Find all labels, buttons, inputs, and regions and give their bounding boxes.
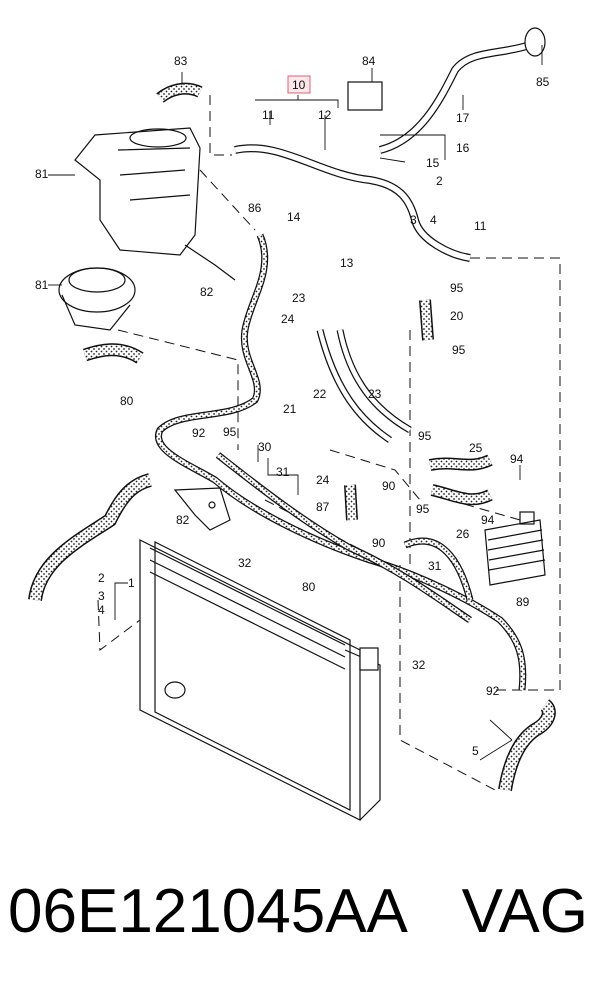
callout-label: 12 bbox=[318, 108, 332, 122]
hoses bbox=[28, 82, 556, 792]
callout-label: 95 bbox=[418, 429, 432, 443]
callout-label: 4 bbox=[430, 213, 437, 227]
callout-label: 20 bbox=[450, 309, 464, 323]
callout-label: 22 bbox=[313, 387, 327, 401]
filler-cap bbox=[58, 267, 136, 331]
oil-cooler bbox=[484, 511, 546, 586]
callout-label: 90 bbox=[382, 479, 396, 493]
callout-label: 23 bbox=[292, 291, 306, 305]
callout-label: 31 bbox=[276, 465, 290, 479]
callout-label: 83 bbox=[174, 54, 188, 68]
callout-label: 94 bbox=[510, 452, 524, 466]
callout-label: 2 bbox=[98, 571, 105, 585]
callout-label: 23 bbox=[368, 387, 382, 401]
footer: 06E121045AA VAG bbox=[0, 872, 600, 982]
callout-label: 4 bbox=[98, 603, 105, 617]
part-number: 06E121045AA bbox=[8, 877, 408, 946]
callout-label: 3 bbox=[410, 213, 417, 227]
callout-label: 24 bbox=[281, 312, 295, 326]
callout-label: 31 bbox=[428, 559, 442, 573]
callout-label: 80 bbox=[302, 580, 316, 594]
callout-label: 10 bbox=[292, 78, 306, 92]
callout-label: 95 bbox=[416, 502, 430, 516]
callout-label: 92 bbox=[486, 684, 500, 698]
callout-label: 15 bbox=[426, 156, 440, 170]
callout-label: 84 bbox=[362, 54, 376, 68]
callout-label: 89 bbox=[516, 595, 530, 609]
callout-label: 32 bbox=[238, 556, 252, 570]
callouts: 95 10 83 84 85 11 12 17 16 15 2 3 4 14 1… bbox=[35, 54, 550, 758]
leader-lines bbox=[48, 45, 543, 761]
expansion-tank bbox=[74, 127, 236, 281]
highlight-box bbox=[287, 75, 311, 94]
callout-label: 87 bbox=[316, 500, 330, 514]
callout-label: 81 bbox=[35, 278, 49, 292]
radiator bbox=[139, 539, 381, 821]
callout-label: 94 bbox=[481, 513, 495, 527]
callout-label: 3 bbox=[98, 589, 105, 603]
callout-label: 13 bbox=[340, 256, 354, 270]
callout-label: 21 bbox=[283, 402, 297, 416]
callout-label: 11 bbox=[262, 108, 275, 122]
callout-label: 82 bbox=[200, 285, 214, 299]
callout-label: 85 bbox=[536, 75, 550, 89]
callout-label: 30 bbox=[258, 440, 272, 454]
callout-label: 26 bbox=[456, 527, 470, 541]
brand-name: VAG bbox=[461, 877, 588, 946]
callout-label: 17 bbox=[456, 111, 470, 125]
callout-label: 11 bbox=[474, 219, 487, 233]
callout-label: 95 bbox=[450, 281, 464, 295]
callout-label: 24 bbox=[316, 473, 330, 487]
callout-label: 32 bbox=[412, 658, 426, 672]
callout-label: 2 bbox=[436, 174, 443, 188]
callout-label: 95 bbox=[452, 343, 466, 357]
callout-label: 14 bbox=[287, 210, 301, 224]
callout-label: 1 bbox=[128, 576, 135, 590]
cooling-system-parts-diagram: 95 10 83 84 85 11 12 17 16 15 2 3 4 14 1… bbox=[28, 27, 561, 821]
callout-label: 81 bbox=[35, 167, 49, 181]
coolant-pipe-assembly bbox=[234, 27, 546, 262]
callout-label: 80 bbox=[120, 394, 134, 408]
mounting-bracket bbox=[173, 487, 231, 531]
callout-label: 95 bbox=[223, 425, 237, 439]
callout-label: 86 bbox=[248, 201, 262, 215]
callout-label: 16 bbox=[456, 141, 470, 155]
callout-label: 82 bbox=[176, 513, 190, 527]
callout-label: 25 bbox=[469, 441, 483, 455]
callout-label: 90 bbox=[372, 536, 386, 550]
callout-label: 92 bbox=[192, 426, 206, 440]
pipe-pair bbox=[316, 329, 412, 443]
callout-label: 5 bbox=[472, 744, 479, 758]
